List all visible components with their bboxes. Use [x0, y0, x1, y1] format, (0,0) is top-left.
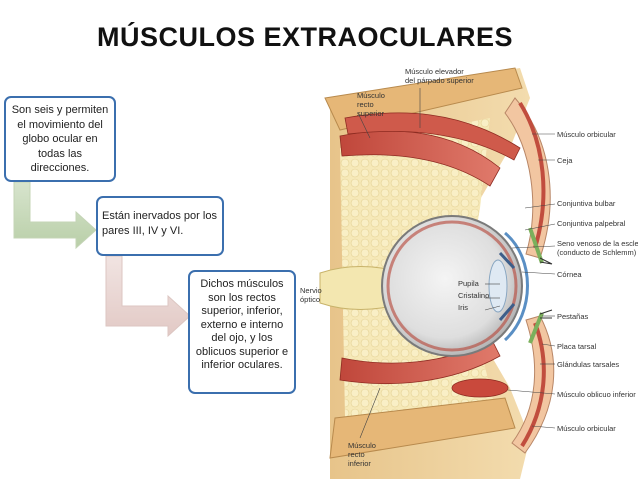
text-box-3: Dichos músculos son los rectos superior,… — [188, 270, 296, 394]
text-box-1: Son seis y permiten el movimiento del gl… — [4, 96, 116, 182]
label-recto-inferior-3: inferior — [348, 459, 371, 468]
label-seno-2: (conducto de Schlemm) — [557, 248, 637, 257]
label-recto-superior-3: superior — [357, 109, 385, 118]
label-oblicuo: Músculo oblicuo inferior — [557, 390, 636, 399]
label-conj-palpebral: Conjuntiva palpebral — [557, 219, 626, 228]
label-elevador-2: del párpado superior — [405, 76, 474, 85]
label-iris: Iris — [458, 303, 468, 312]
label-seno-1: Seno venoso de la esclera — [557, 239, 638, 248]
label-cornea: Córnea — [557, 270, 582, 279]
label-nervio-1: Nervio — [300, 286, 322, 295]
eye-anatomy-illustration: Músculo elevador del párpado superior Mú… — [300, 58, 638, 479]
label-orbicular-top: Músculo orbicular — [557, 130, 616, 139]
label-orbicular-bottom: Músculo orbicular — [557, 424, 616, 433]
label-recto-inferior-2: recto — [348, 450, 365, 459]
label-conj-bulbar: Conjuntiva bulbar — [557, 199, 616, 208]
label-glandulas: Glándulas tarsales — [557, 360, 619, 369]
label-nervio-2: óptico — [300, 295, 320, 304]
page-title: MÚSCULOS EXTRAOCULARES — [0, 22, 610, 53]
label-elevador-1: Músculo elevador — [405, 67, 464, 76]
label-pupila: Pupila — [458, 279, 480, 288]
label-recto-superior-2: recto — [357, 100, 374, 109]
label-ceja: Ceja — [557, 156, 573, 165]
label-placa: Placa tarsal — [557, 342, 597, 351]
connector-arrow-2 — [104, 256, 196, 338]
connector-arrow-1 — [12, 182, 102, 252]
text-box-2: Están inervados por los pares III, IV y … — [96, 196, 224, 256]
label-cristalino: Cristalino — [458, 291, 489, 300]
label-pestanas: Pestañas — [557, 312, 589, 321]
label-recto-superior-1: Músculo — [357, 91, 385, 100]
label-recto-inferior-1: Músculo — [348, 441, 376, 450]
